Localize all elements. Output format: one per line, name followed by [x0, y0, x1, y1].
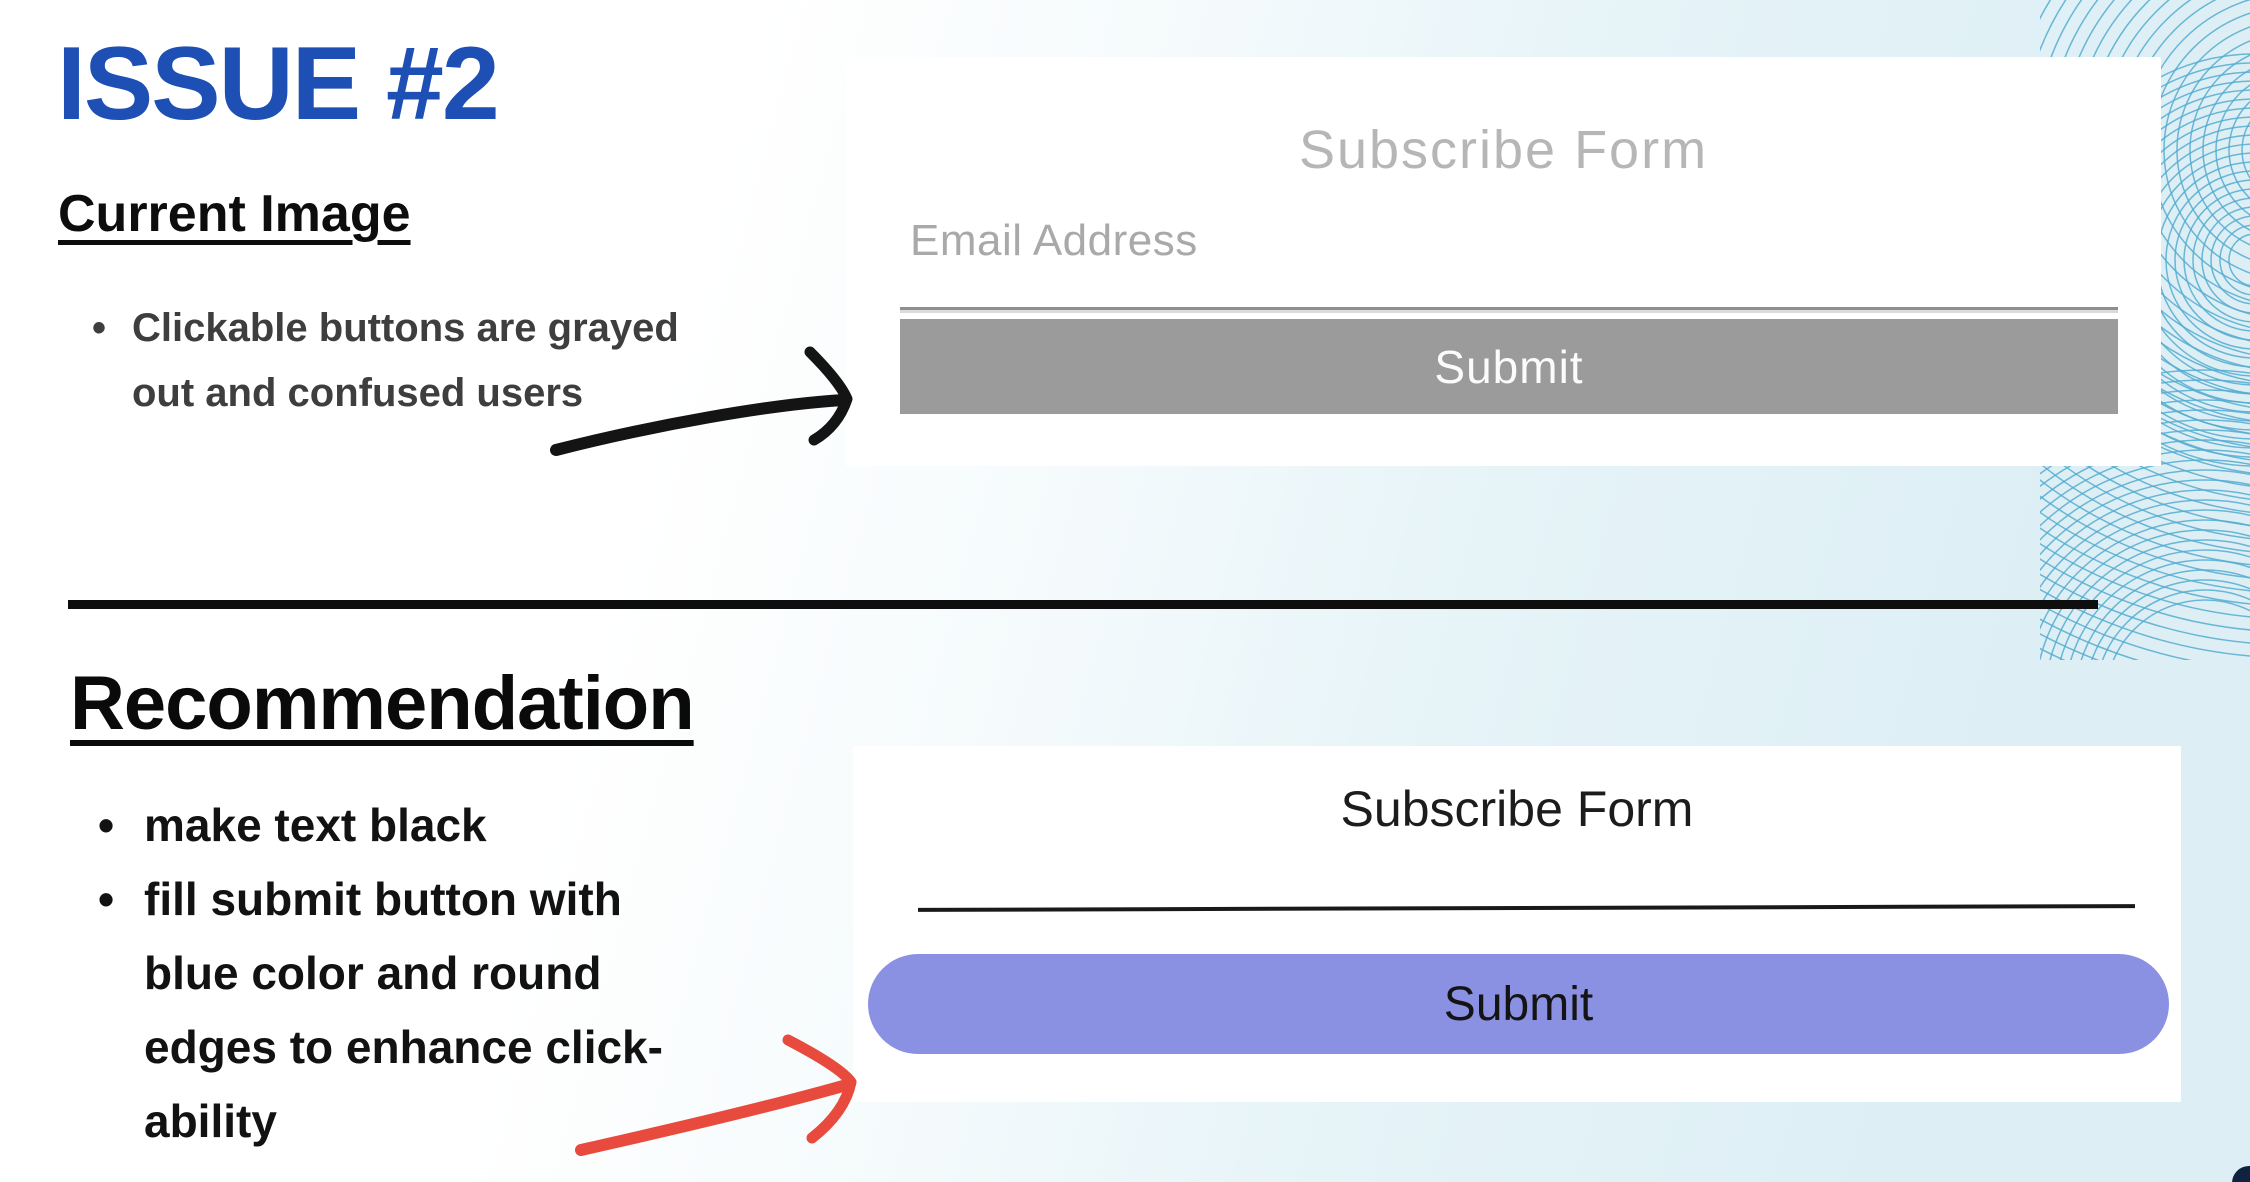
submit-button-grayed[interactable]: Submit — [900, 319, 2118, 414]
black-arrow-icon — [550, 346, 853, 456]
recommended-form-screenshot: Subscribe Form Submit — [853, 746, 2181, 1102]
list-item: make text black — [98, 788, 708, 862]
email-underline — [917, 904, 2136, 912]
current-issue-bullet-list: Clickable buttons are grayed out and con… — [92, 296, 712, 426]
list-item: Clickable buttons are grayed out and con… — [92, 296, 712, 426]
issue-title: ISSUE #2 — [57, 26, 500, 142]
current-image-heading: Current Image — [58, 185, 411, 243]
email-underline — [900, 307, 2118, 310]
current-form-screenshot: Subscribe Form Submit — [846, 57, 2161, 466]
page-corner-logo — [2232, 1166, 2250, 1182]
recommendation-heading: Recommendation — [70, 661, 695, 746]
section-divider — [68, 600, 2098, 609]
red-arrow-icon — [575, 1034, 857, 1156]
recommendation-bullet-list: make text black fill submit button with … — [98, 788, 708, 1158]
list-item: fill submit button with blue color and r… — [98, 862, 708, 1158]
form-title: Subscribe Form — [1340, 781, 1694, 837]
form-title: Subscribe Form — [1298, 120, 1709, 180]
submit-button-recommended[interactable]: Submit — [868, 954, 2169, 1054]
email-input[interactable] — [908, 215, 1472, 267]
